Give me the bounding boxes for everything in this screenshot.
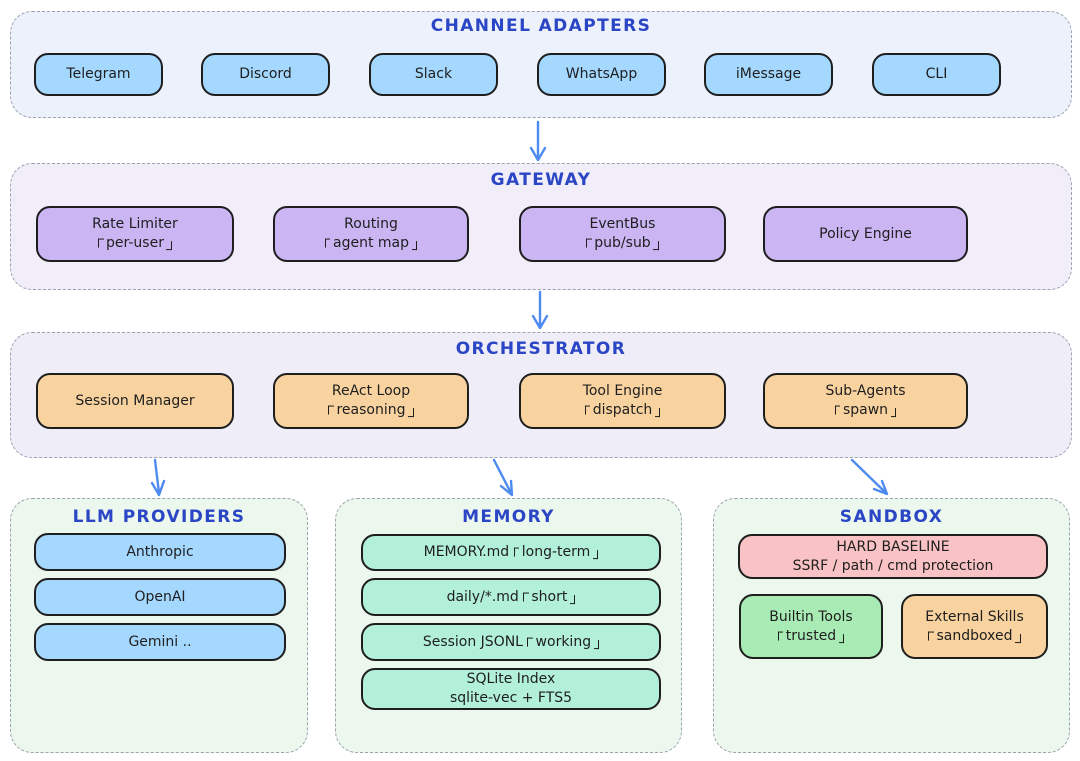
node-label: Tool Engine — [582, 383, 663, 399]
node-builtin-tools: Builtin Tools trusted — [739, 594, 883, 659]
node-policy-engine: Policy Engine — [763, 206, 968, 262]
node-label: MEMORY.md long-term — [424, 543, 599, 562]
section-channel-adapters: CHANNEL ADAPTERS Telegram Discord Slack … — [10, 11, 1072, 118]
node-hard-baseline: HARD BASELINE SSRF / path / cmd protecti… — [738, 534, 1048, 579]
section-title-sandbox: SANDBOX — [839, 507, 944, 527]
node-label: iMessage — [735, 66, 802, 82]
section-llm-providers: LLM PROVIDERS Anthropic OpenAI Gemini .. — [10, 498, 308, 753]
node-tool-engine: Tool Engine dispatch — [519, 373, 726, 429]
node-label: CLI — [925, 66, 948, 82]
node-label: Anthropic — [126, 543, 194, 560]
node-label: EventBus — [589, 216, 656, 232]
node-daily-md: daily/*.md short — [361, 578, 661, 616]
node-label: SQLite Index — [466, 671, 556, 687]
node-rate-limiter: Rate Limiter per-user — [36, 206, 234, 262]
node-label: ReAct Loop — [331, 383, 411, 399]
node-label: Sub-Agents — [825, 383, 906, 399]
node-anthropic: Anthropic — [34, 533, 286, 571]
node-sublabel: sqlite-vec + FTS5 — [449, 690, 573, 706]
node-label: HARD BASELINE — [836, 538, 950, 555]
node-sublabel: reasoning — [328, 401, 414, 420]
node-sublabel: sandboxed — [928, 627, 1021, 646]
section-title-llm-providers: LLM PROVIDERS — [72, 507, 246, 527]
node-sublabel: spawn — [834, 401, 897, 420]
node-sublabel: dispatch — [584, 401, 661, 420]
section-sandbox: SANDBOX HARD BASELINE SSRF / path / cmd … — [713, 498, 1070, 753]
node-sublabel: agent map — [324, 234, 418, 253]
section-title-memory: MEMORY — [462, 507, 555, 527]
node-label: OpenAI — [134, 588, 186, 605]
node-label: Slack — [414, 66, 453, 82]
section-orchestrator: ORCHESTRATOR Session Manager ReAct Loop … — [10, 332, 1072, 458]
node-label: Policy Engine — [819, 225, 912, 242]
arrow-gateway-to-orchestrator — [531, 290, 549, 330]
arrow-orchestrator-to-sandbox — [850, 458, 889, 496]
node-label: Discord — [239, 66, 292, 82]
section-gateway: GATEWAY Rate Limiter per-user Routing ag… — [10, 163, 1072, 290]
node-label: Gemini .. — [128, 633, 192, 650]
node-whatsapp: WhatsApp — [537, 53, 666, 96]
node-label: Session JSONL working — [423, 633, 600, 652]
node-session-manager: Session Manager — [36, 373, 234, 429]
node-label: Builtin Tools — [769, 608, 853, 625]
node-telegram: Telegram — [34, 53, 163, 96]
section-title-gateway: GATEWAY — [490, 170, 592, 190]
section-memory: MEMORY MEMORY.md long-term daily/*.md sh… — [335, 498, 682, 753]
node-gemini: Gemini .. — [34, 623, 286, 661]
node-cli: CLI — [872, 53, 1001, 96]
arrow-orchestrator-to-memory — [492, 458, 514, 497]
node-label: Rate Limiter — [92, 216, 178, 232]
node-openai: OpenAI — [34, 578, 286, 616]
arrow-channels-to-gateway — [529, 120, 547, 162]
node-react-loop: ReAct Loop reasoning — [273, 373, 469, 429]
node-sublabel: SSRF / path / cmd protection — [792, 557, 994, 574]
node-memory-md: MEMORY.md long-term — [361, 534, 661, 571]
node-external-skills: External Skills sandboxed — [901, 594, 1048, 659]
node-label: Telegram — [66, 66, 131, 82]
node-sublabel: pub/sub — [586, 234, 659, 253]
node-session-jsonl: Session JSONL working — [361, 623, 661, 661]
node-sublabel: per-user — [97, 234, 173, 253]
arrow-orchestrator-to-llm — [150, 458, 166, 497]
node-discord: Discord — [201, 53, 330, 96]
node-slack: Slack — [369, 53, 498, 96]
node-sub-agents: Sub-Agents spawn — [763, 373, 968, 429]
node-sqlite-index: SQLite Index sqlite-vec + FTS5 — [361, 668, 661, 710]
node-label: Session Manager — [75, 392, 195, 409]
node-label: Routing — [344, 216, 398, 232]
section-title-channel-adapters: CHANNEL ADAPTERS — [430, 16, 652, 36]
node-imessage: iMessage — [704, 53, 833, 96]
section-title-orchestrator: ORCHESTRATOR — [455, 339, 627, 359]
node-routing: Routing agent map — [273, 206, 469, 262]
node-sublabel: trusted — [777, 627, 845, 646]
node-label: daily/*.md short — [447, 588, 576, 607]
node-eventbus: EventBus pub/sub — [519, 206, 726, 262]
node-label: WhatsApp — [565, 66, 638, 82]
node-label: External Skills — [925, 608, 1024, 625]
